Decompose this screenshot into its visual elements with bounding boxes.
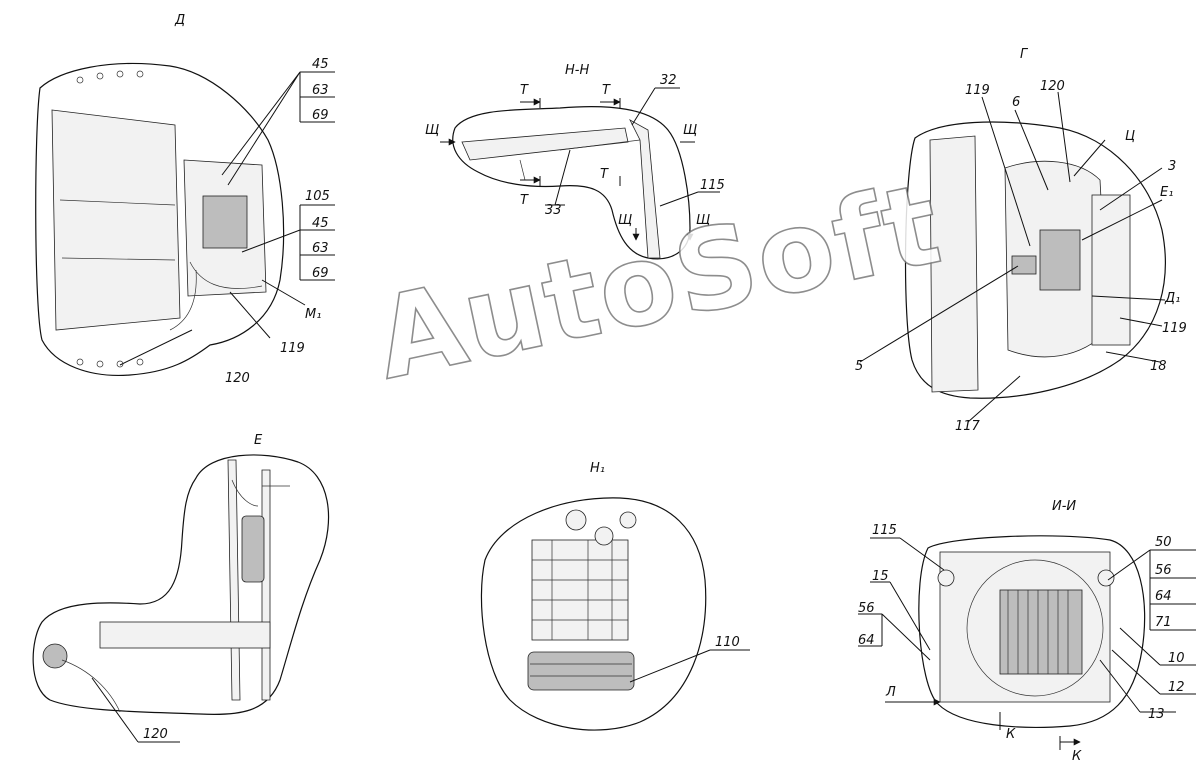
callout-119b: 119 bbox=[1162, 321, 1187, 336]
receiver-drier bbox=[241, 515, 265, 583]
section-t-2: Т bbox=[602, 83, 611, 98]
callout-33: 33 bbox=[545, 203, 562, 218]
callout-m1: М₁ bbox=[305, 307, 321, 322]
suction-port bbox=[565, 509, 587, 531]
callout-3: 3 bbox=[1168, 159, 1176, 174]
view-hh-title: Н-Н bbox=[565, 63, 589, 78]
callout-120: 120 bbox=[225, 371, 250, 386]
view-e-title: Е bbox=[254, 433, 263, 448]
discharge-port bbox=[594, 526, 614, 546]
callout-56: 56 bbox=[858, 601, 875, 616]
callout-119: 119 bbox=[965, 83, 990, 98]
section-sh-2: Щ bbox=[683, 123, 697, 138]
section-sh-3: Щ bbox=[618, 213, 632, 228]
callout-69b: 69 bbox=[312, 266, 329, 281]
condenser bbox=[1091, 194, 1131, 346]
callout-71: 71 bbox=[1155, 615, 1172, 630]
callout-63: 63 bbox=[312, 83, 329, 98]
callout-18: 18 bbox=[1150, 359, 1167, 374]
section-k-1: К bbox=[1006, 727, 1016, 742]
duct-section bbox=[461, 127, 629, 161]
compressor-pulley bbox=[527, 651, 635, 691]
hose-fitting bbox=[42, 643, 68, 669]
frame-rail bbox=[929, 135, 979, 393]
callout-64b: 64 bbox=[1155, 589, 1172, 604]
callout-13: 13 bbox=[1148, 707, 1165, 722]
condenser-core bbox=[999, 589, 1083, 675]
callout-5: 5 bbox=[855, 359, 863, 374]
callout-119: 119 bbox=[280, 341, 305, 356]
callout-115: 115 bbox=[872, 523, 897, 538]
callout-6: 6 bbox=[1012, 95, 1020, 110]
view-h1: Н₁ 110 bbox=[480, 461, 750, 731]
callout-45b: 45 bbox=[312, 216, 329, 231]
callout-10: 10 bbox=[1168, 651, 1185, 666]
compressor-block bbox=[1039, 229, 1081, 291]
view-e-outline bbox=[32, 454, 330, 715]
callout-120: 120 bbox=[143, 727, 168, 742]
callout-50: 50 bbox=[1155, 535, 1172, 550]
callout-69: 69 bbox=[312, 108, 329, 123]
callout-120: 120 bbox=[1040, 79, 1065, 94]
view-hh: Н-Н Т Т Т Т Щ Щ Щ Щ 32 33 115 bbox=[425, 63, 725, 260]
view-ii: И-И 115 15 56 64 50 56 64 71 10 12 13 Л … bbox=[858, 499, 1196, 764]
view-g-title: Г bbox=[1020, 47, 1029, 62]
cab-panel bbox=[51, 109, 181, 331]
callout-12: 12 bbox=[1168, 680, 1185, 695]
view-d: Д 45 63 69 105 45 63 69 М₁ 119 120 bbox=[35, 13, 335, 386]
compressor-body bbox=[531, 539, 629, 641]
section-l: Л bbox=[885, 685, 896, 700]
view-ii-title: И-И bbox=[1052, 499, 1076, 514]
vertical-duct bbox=[629, 119, 661, 259]
callout-ts: Ц bbox=[1125, 129, 1135, 144]
fan-shroud-ring bbox=[966, 559, 1104, 697]
callout-e1: Е₁ bbox=[1160, 185, 1173, 200]
callout-15: 15 bbox=[872, 569, 889, 584]
section-t-3: Т bbox=[520, 193, 529, 208]
section-sh-4: Щ bbox=[696, 213, 710, 228]
callout-105: 105 bbox=[305, 189, 330, 204]
section-k-2: К bbox=[1072, 749, 1082, 764]
callout-d1: Д₁ bbox=[1164, 291, 1180, 306]
view-d-title: Д bbox=[174, 13, 185, 28]
view-e: Е 120 bbox=[32, 433, 330, 743]
section-sh-1: Щ bbox=[425, 123, 439, 138]
callout-117: 117 bbox=[955, 419, 981, 434]
evaporator-block bbox=[202, 195, 248, 249]
callout-110: 110 bbox=[715, 635, 740, 650]
callout-115: 115 bbox=[700, 178, 725, 193]
view-h1-title: Н₁ bbox=[590, 461, 605, 476]
callout-56b: 56 bbox=[1155, 563, 1172, 578]
section-t-1: Т bbox=[520, 83, 529, 98]
view-g: Г 119 6 120 Ц 3 Е₁ Д₁ 119 18 5 117 bbox=[855, 47, 1187, 434]
callout-32: 32 bbox=[660, 73, 677, 88]
callout-64: 64 bbox=[858, 633, 875, 648]
frame-crossmember bbox=[99, 621, 271, 649]
section-t-4: Т bbox=[600, 167, 609, 182]
callout-63b: 63 bbox=[312, 241, 329, 256]
callout-45: 45 bbox=[312, 57, 329, 72]
